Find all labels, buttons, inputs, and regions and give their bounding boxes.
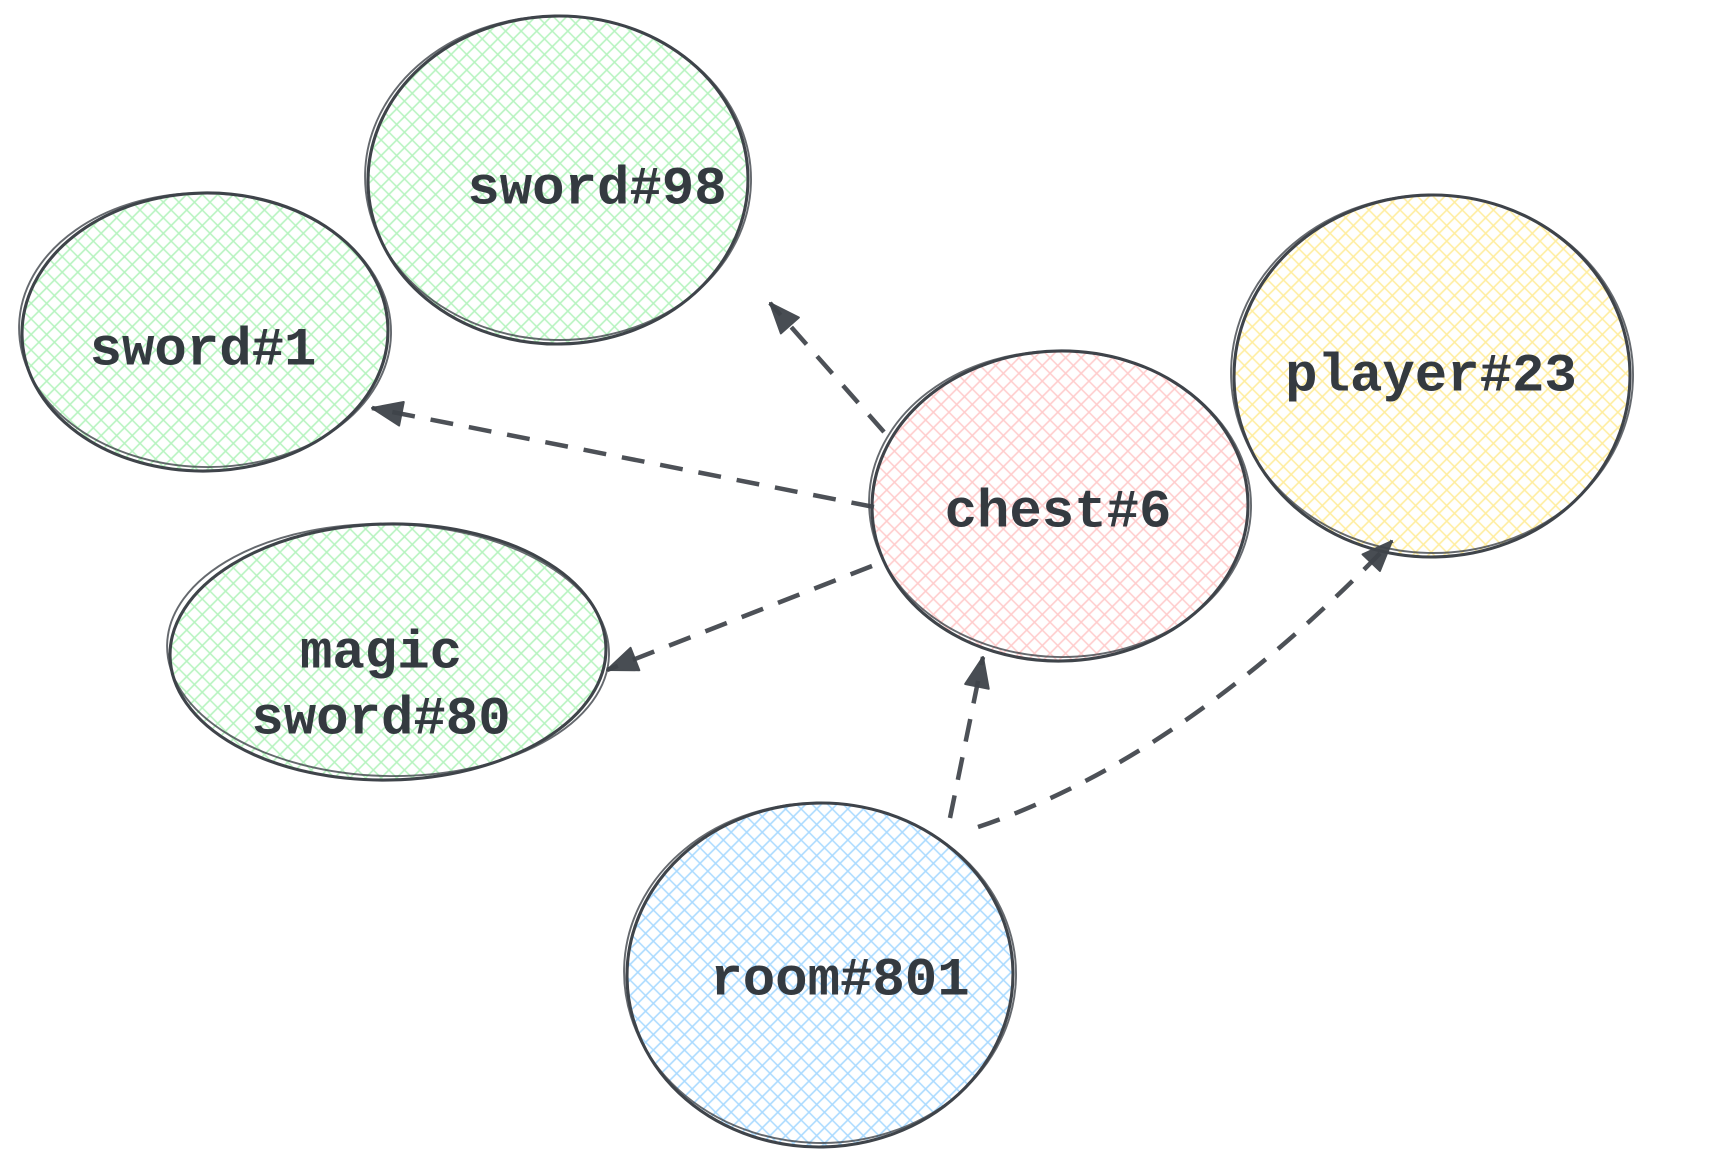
node-label-player23: player#23 (1285, 347, 1577, 408)
node-label-sword98: sword#98 (467, 160, 726, 221)
arrowhead-icon (371, 401, 405, 427)
node-label-chest6: chest#6 (945, 483, 1172, 544)
edge-chest6-magicsword80[interactable] (606, 563, 873, 673)
node-sword98[interactable]: sword#98 (361, 11, 755, 347)
arrowhead-icon (606, 646, 641, 672)
edge-chest6-sword1[interactable] (371, 401, 875, 510)
node-outline2-player23 (1230, 194, 1634, 554)
edge-line (977, 539, 1394, 830)
node-label-magicsword80: magic (300, 624, 462, 685)
node-room801[interactable]: room#801 (620, 798, 1020, 1150)
edge-line (371, 405, 875, 510)
node-label-sword1: sword#1 (90, 321, 317, 382)
node-player23[interactable]: player#23 (1227, 190, 1638, 561)
node-sword1[interactable]: sword#1 (16, 188, 395, 474)
node-fill-player23 (1234, 195, 1630, 557)
edge-line (606, 563, 873, 673)
node-chest6[interactable]: chest#6 (865, 346, 1254, 664)
arrowhead-icon (964, 656, 990, 690)
node-label-magicsword80: sword#80 (251, 690, 510, 751)
edge-chest6-sword98[interactable] (768, 301, 886, 434)
node-outline2-sword1 (18, 192, 392, 468)
node-label-room801: room#801 (710, 951, 969, 1012)
node-outline2-magicsword80 (166, 522, 610, 778)
node-fill-room801 (627, 803, 1013, 1147)
arrowhead-icon (769, 302, 800, 335)
edge-line (768, 301, 886, 434)
edge-room801-player23[interactable] (977, 539, 1394, 830)
node-outline2-chest6 (868, 350, 1252, 658)
node-outline2-room801 (623, 802, 1017, 1144)
node-outline2-sword98 (364, 15, 752, 341)
arrowhead-icon (1361, 540, 1393, 572)
node-fill-sword1 (22, 193, 388, 471)
node-fill-magicsword80 (170, 524, 606, 780)
node-fill-chest6 (872, 351, 1248, 661)
node-fill-sword98 (368, 16, 748, 344)
edge-room801-chest6[interactable] (947, 656, 990, 819)
